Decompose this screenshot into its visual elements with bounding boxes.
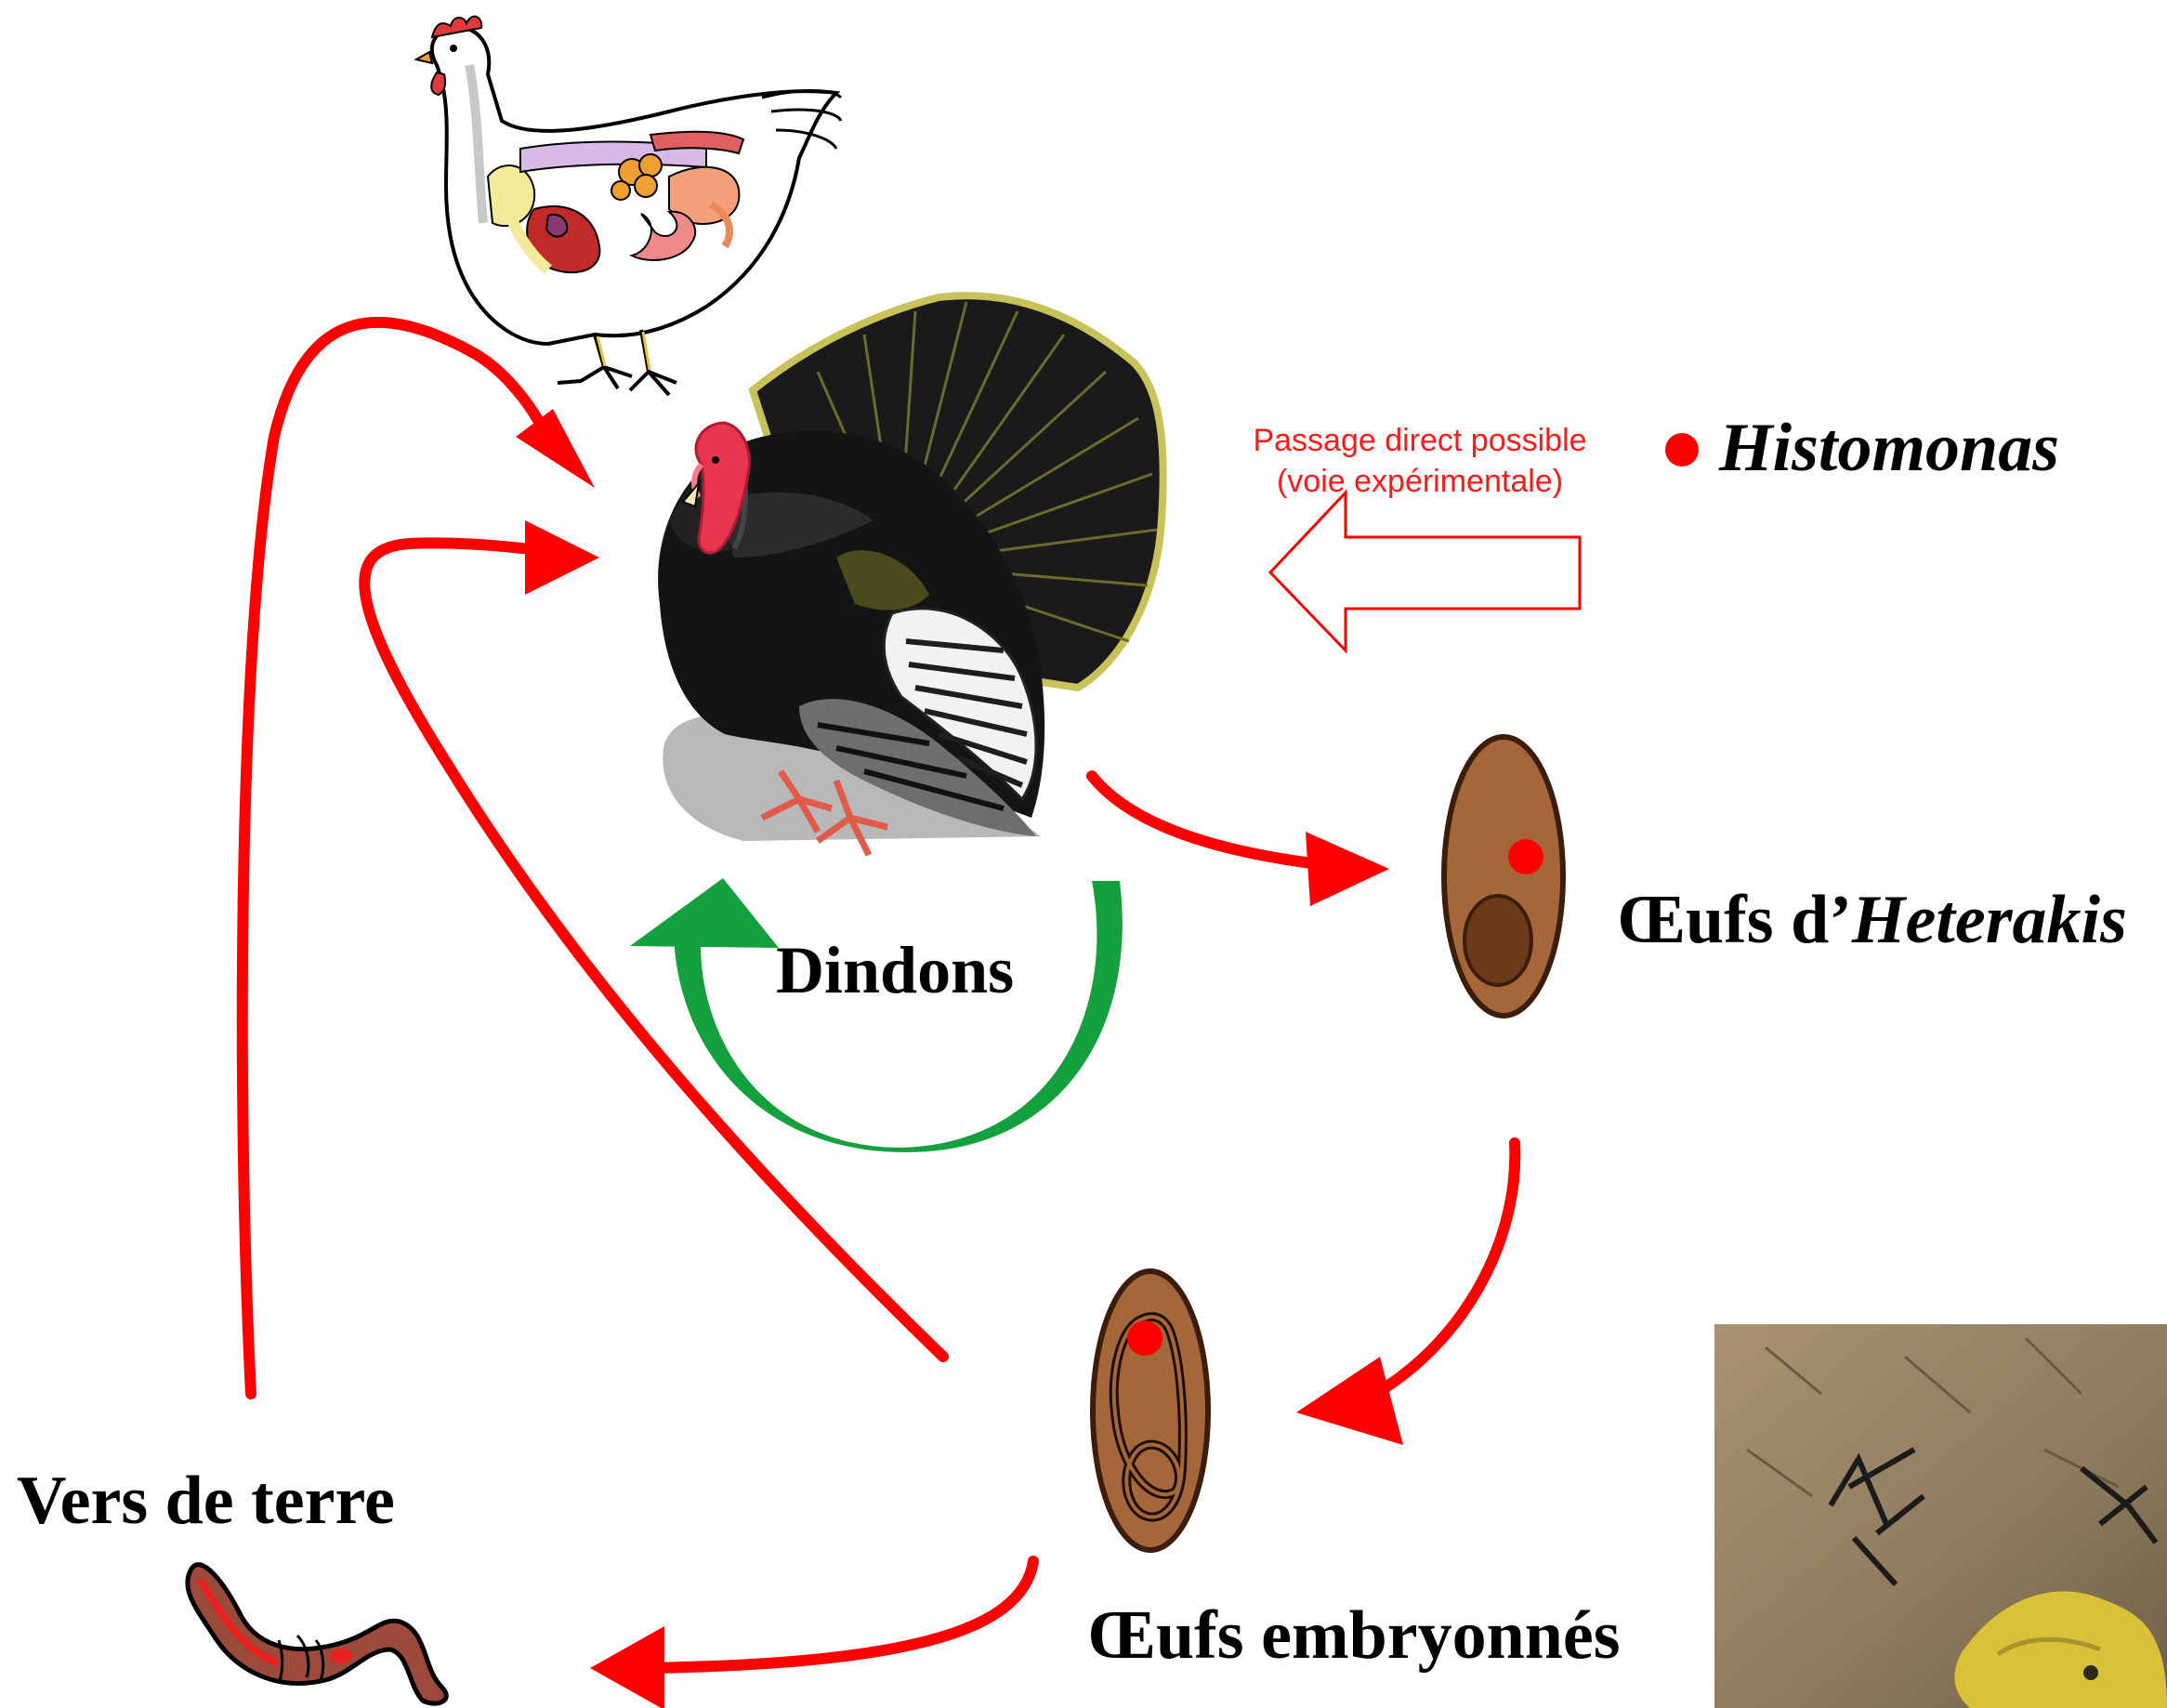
egg-icon bbox=[1444, 737, 1563, 1016]
histomonas-legend-label: Histomonas bbox=[1719, 409, 2059, 488]
earthworm-label: Vers de terre bbox=[17, 1462, 395, 1541]
histomonas-legend-dot bbox=[1665, 433, 1699, 466]
green-arrowhead bbox=[630, 878, 779, 948]
arrowhead-worm bbox=[590, 1626, 664, 1708]
note-line-1: Passage direct possible bbox=[1243, 420, 1596, 461]
arrow-worm-to-turkey bbox=[243, 322, 546, 1394]
direct-passage-note: Passage direct possible (voie expériment… bbox=[1243, 420, 1596, 502]
embryonated-egg-icon bbox=[1093, 1271, 1208, 1550]
arrowhead-turkey-low bbox=[525, 520, 599, 595]
histomonas-text: Histomonas bbox=[1719, 410, 2059, 486]
heterakis-genus: Heterakis bbox=[1852, 882, 2127, 958]
heterakis-eggs-prefix: Œufs d’ bbox=[1617, 882, 1852, 958]
turkey-icon bbox=[658, 296, 1163, 855]
histomonas-dot bbox=[1127, 1320, 1162, 1356]
arrow-embryonated-to-worm bbox=[650, 1561, 1033, 1668]
soil-photo bbox=[1714, 1324, 2167, 1708]
arrow-eggs-to-embryonated bbox=[1375, 1143, 1515, 1394]
chicken-anatomy-icon bbox=[416, 17, 841, 395]
note-line-2: (voie expérimentale) bbox=[1243, 461, 1596, 502]
direct-passage-arrow bbox=[1270, 493, 1580, 650]
arrowhead-eggs bbox=[1306, 832, 1389, 906]
heterakis-eggs-label: Œufs d’Heterakis bbox=[1617, 881, 2127, 960]
arrow-turkey-to-eggs bbox=[1092, 776, 1320, 864]
embryonated-eggs-label: Œufs embryonnés bbox=[1087, 1596, 1621, 1675]
histomonas-dot bbox=[1508, 839, 1543, 874]
arrowhead-embryonated bbox=[1296, 1357, 1403, 1445]
dindons-label: Dindons bbox=[776, 932, 1014, 1009]
arrowhead-turkey-high bbox=[516, 409, 595, 488]
earthworm-icon bbox=[188, 1565, 446, 1704]
